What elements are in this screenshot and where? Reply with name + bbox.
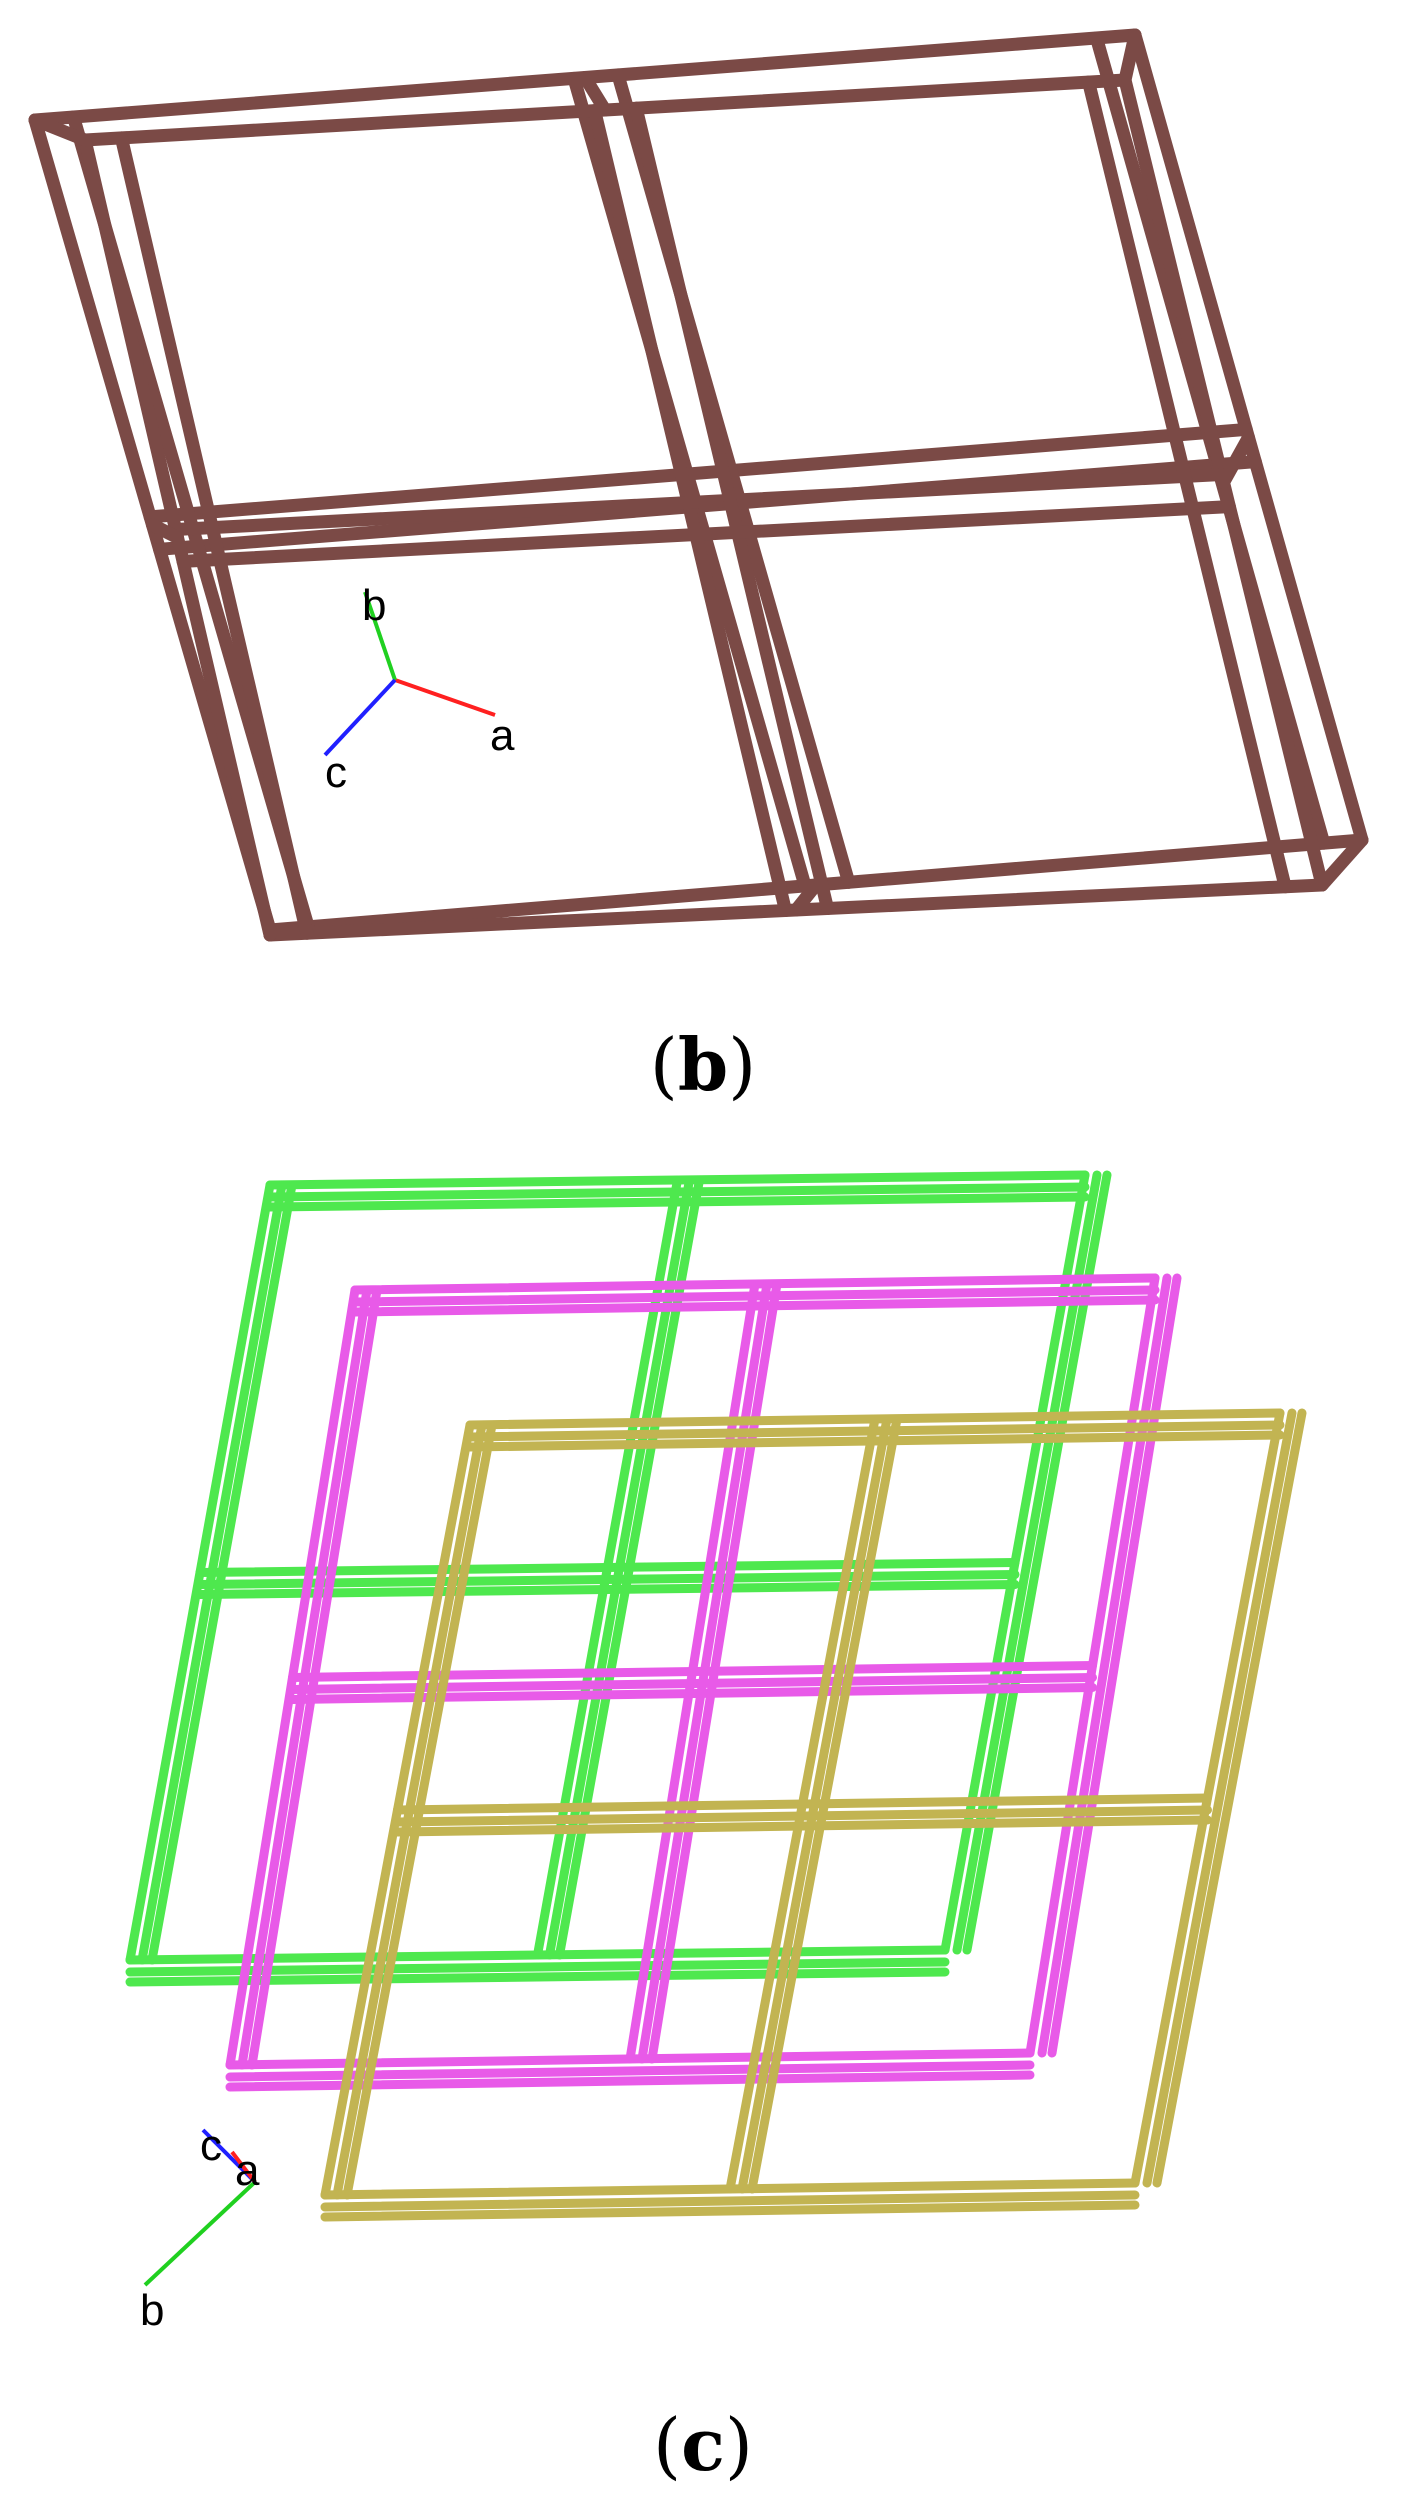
net-strut [265, 1192, 1090, 1212]
frame-strut [588, 104, 792, 917]
axis-c-label: c [325, 748, 347, 797]
axis-c-label: c [200, 2121, 222, 2170]
net-strut [137, 1180, 287, 1965]
net-strut [747, 1414, 902, 2194]
net-strut [393, 1793, 1212, 1815]
axis-a-label: a [235, 2146, 260, 2195]
frame-strut [1315, 833, 1369, 892]
net-strut [237, 1285, 372, 2070]
axis-a-line [230, 2150, 257, 2184]
net-strut [350, 1295, 1160, 1317]
frame-strut [578, 71, 612, 117]
frame-strut [176, 500, 1236, 568]
net-strut [342, 1420, 497, 2200]
net-strut [393, 1805, 1212, 1827]
axis-b-label: b [362, 581, 386, 630]
net-strut [1047, 1273, 1182, 2058]
axis-b-label: b [140, 2286, 164, 2335]
frame-strut [1082, 75, 1292, 894]
net-strut [320, 2200, 1140, 2222]
net-strut [637, 1279, 772, 2064]
axis-a-label: a [490, 711, 515, 760]
frame-strut [789, 878, 823, 917]
net-strut [393, 1815, 1212, 1837]
panel-b-axis-triad: a b c [323, 581, 515, 797]
net-strut [265, 1170, 1090, 1190]
net-strut [350, 1273, 1160, 1295]
axis-c-line [323, 678, 397, 757]
frame-strut [629, 101, 835, 915]
net-strut [332, 1420, 487, 2200]
net-strut [1142, 1408, 1297, 2188]
net-strut [350, 1285, 1160, 1307]
net-strut [647, 1279, 782, 2064]
net-strut [195, 1580, 1020, 1599]
net-strut [265, 1182, 1090, 1202]
net-strut [247, 1285, 382, 2070]
frame-strut [146, 518, 184, 544]
axis-b-line [363, 591, 397, 681]
panel-b-frame-struts [28, 28, 1369, 942]
net-strut [147, 1180, 297, 1965]
frame-strut [143, 422, 1253, 524]
frame-strut [1217, 431, 1255, 489]
panel-b-caption: (b) [650, 1022, 757, 1107]
net-strut [195, 1570, 1020, 1589]
net-strut [465, 1408, 1285, 1430]
net-strut [1152, 1408, 1307, 2188]
panel-b-wireframe: a b c (b) [28, 28, 1369, 1107]
panel-c-interpenetrating-frameworks: c a b (c) [125, 1170, 1307, 2487]
net-strut [320, 2178, 1140, 2200]
frame-strut [1118, 28, 1142, 87]
axis-a-line [394, 678, 496, 717]
net-strut [288, 1673, 1097, 1694]
panel-c-caption: (c) [653, 2402, 753, 2487]
net-strut [737, 1414, 892, 2194]
net-strut [288, 1683, 1097, 1704]
net-strut [320, 2190, 1140, 2212]
frame-strut [28, 113, 92, 147]
net-strut [1037, 1273, 1172, 2058]
net-strut [465, 1420, 1285, 1442]
net-olive [320, 1408, 1307, 2222]
axis-b-line [143, 2180, 257, 2287]
panel-c-axis-triad: c a b [140, 2121, 260, 2335]
net-strut [465, 1430, 1285, 1452]
frame-strut [169, 467, 1229, 537]
frame-strut [114, 131, 314, 940]
